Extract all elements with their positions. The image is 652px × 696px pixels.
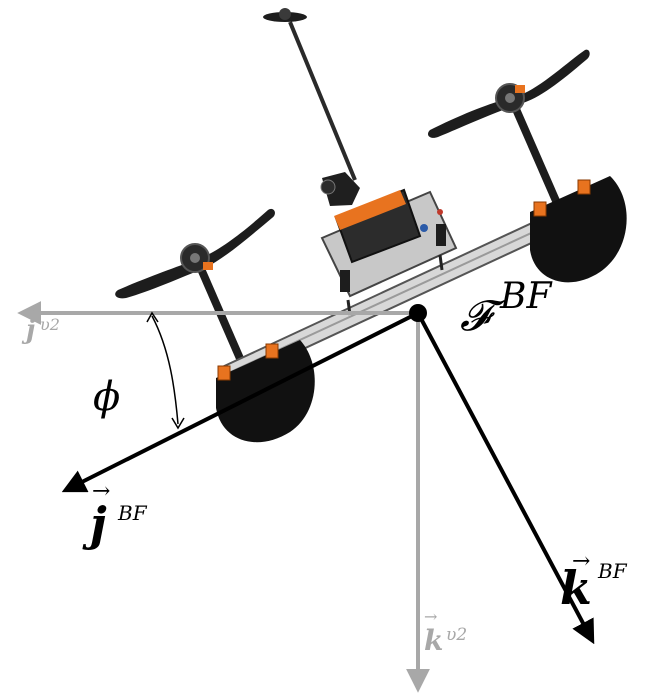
svg-text:k: k [424,624,443,657]
svg-text:υ2: υ2 [40,315,60,334]
svg-text:BF: BF [597,559,628,583]
vector-arrow-icon: → [424,607,437,626]
k-bf-label: → k BF [560,549,628,615]
body-frame-axes [61,311,595,645]
k-v2-label: → k υ2 [424,607,467,657]
vector-arrow-icon: → [572,549,590,574]
right-rotor [427,49,590,212]
angle-phi-label: ϕ [93,374,120,420]
left-rotor [115,208,275,372]
j-bf-label: → j BF [82,479,148,551]
vehicle-frame-axes [17,301,430,693]
antenna-mast [263,8,360,206]
j-bf-axis [61,311,419,493]
origin-dot-icon [409,304,427,322]
j-v2-label: → j υ2 [21,304,60,345]
frame-superscript: BF [499,276,553,317]
svg-text:υ2: υ2 [446,625,467,645]
drone-illustration [115,8,627,443]
svg-text:k: k [560,561,592,615]
k-bf-axis [416,312,595,645]
svg-text:j: j [82,497,107,551]
frame-label: 𝓕 BF [460,276,553,340]
svg-text:BF: BF [117,501,148,525]
right-landing-pod [530,176,627,283]
angle-phi-arc [146,311,185,430]
vector-arrow-icon: → [92,479,110,504]
frame-symbol: 𝓕 [460,291,505,340]
electronics-box [320,188,458,316]
vector-arrow-icon: → [24,304,36,320]
